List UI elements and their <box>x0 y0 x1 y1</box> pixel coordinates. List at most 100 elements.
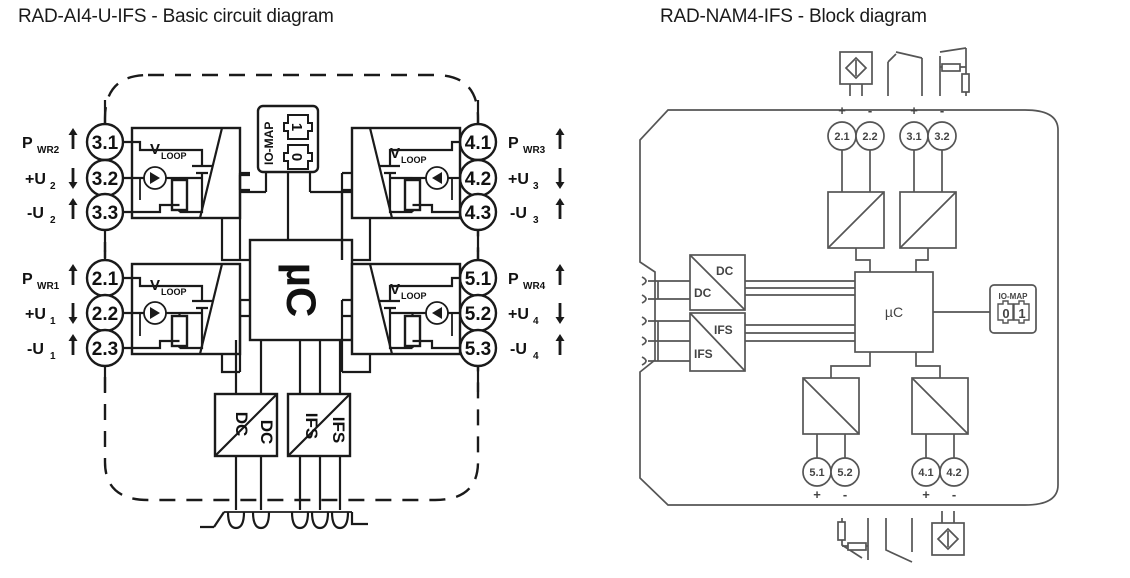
signal-name: -U <box>27 341 44 358</box>
signal-name: P <box>22 271 33 288</box>
microcontroller-label: µC <box>278 263 325 318</box>
signal-subscript: WR3 <box>523 145 546 156</box>
io-map-digit-bottom: 0 <box>288 153 305 161</box>
vloop-subscript: LOOP <box>161 151 187 161</box>
converter-dc-block: DC DC <box>689 254 746 311</box>
terminal-2-2[interactable]: 2.2 <box>85 293 125 333</box>
bus-pin-group <box>641 276 690 366</box>
signal-subscript: 4 <box>533 316 539 327</box>
terminal-4-2[interactable]: 4.2 - <box>939 457 969 502</box>
terminal-number: 4.1 <box>918 467 933 479</box>
arrow-up-head-icon <box>555 198 565 205</box>
channel-group-ch3: 3.1 3.2 3.3 P WR2 <box>22 100 250 262</box>
terminal-4-2[interactable]: 4.2 <box>458 158 498 198</box>
terminal-number: 3.1 <box>92 133 119 154</box>
terminal-3-1[interactable]: 3.1 + <box>899 103 929 151</box>
terminal-number: 4.1 <box>465 133 492 154</box>
terminal-5-1[interactable]: 5.1 <box>458 258 498 298</box>
terminal-group-bottom: 5.1 + 5.2 - 4.1 + 4.2 <box>802 434 969 502</box>
channel-group-ch2: 2.1 2.2 2.3 P WR1 <box>22 250 250 392</box>
microcontroller-label: µC <box>885 304 903 320</box>
terminal-2-2[interactable]: 2.2 - <box>855 103 885 151</box>
signal-label-5-3: -U 4 <box>510 334 565 362</box>
io-map-icon[interactable]: IO-MAP 1 0 <box>226 104 352 240</box>
source-arrow-icon <box>432 307 442 319</box>
resistor-icon <box>961 73 970 93</box>
signal-name: -U <box>510 341 527 358</box>
arrow-down-head-icon <box>555 182 565 189</box>
terminal-number: 2.1 <box>834 131 849 143</box>
terminal-5-2[interactable]: 5.2 - <box>830 457 860 502</box>
isolation-block-top-left <box>827 191 885 272</box>
terminal-number: 5.1 <box>809 467 824 479</box>
terminal-number: 2.2 <box>92 304 118 325</box>
arrow-up-head-icon <box>555 334 565 341</box>
terminal-4-1[interactable]: 4.1 <box>458 122 498 162</box>
terminal-5-3[interactable]: 5.3 <box>458 328 498 368</box>
bus-contact-strip <box>200 511 368 530</box>
terminal-3-1[interactable]: 3.1 <box>85 122 125 162</box>
resistor-icon <box>941 63 961 72</box>
right-panel-title: RAD-NAM4-IFS - Block diagram <box>660 6 927 27</box>
io-map-digit-left: 0 <box>1002 306 1009 321</box>
terminal-number: 2.1 <box>92 269 119 290</box>
channel-group-ch5: 5.1 5.2 5.3 P WR4 <box>340 250 565 392</box>
io-map-digit-right: 1 <box>1018 306 1025 321</box>
signal-label-4-1: P WR3 <box>508 128 565 156</box>
terminal-2-1[interactable]: 2.1 <box>85 258 125 298</box>
bus-feed-lines <box>234 340 342 394</box>
signal-subscript: WR2 <box>37 145 60 156</box>
terminal-number: 3.2 <box>92 169 118 190</box>
terminal-3-2[interactable]: 3.2 <box>85 158 125 198</box>
signal-label-2-1: P WR1 <box>22 264 78 292</box>
signal-label-4-2: +U 3 <box>508 168 565 192</box>
signal-name: +U <box>25 306 46 323</box>
converter-ifs-block: IFS IFS <box>689 312 746 372</box>
terminal-number: 4.2 <box>465 169 491 190</box>
arrow-down-head-icon <box>68 317 78 324</box>
source-arrow-icon <box>150 307 160 319</box>
io-map-icon[interactable]: IO-MAP 0 1 <box>933 284 1037 334</box>
terminal-group-top: 2.1 + 2.2 - 3.1 + 3.2 <box>827 103 957 192</box>
signal-subscript: 3 <box>533 215 539 226</box>
vloop-subscript: LOOP <box>401 155 427 165</box>
signal-label-3-1: P WR2 <box>22 128 78 156</box>
terminal-4-3[interactable]: 4.3 <box>458 192 498 232</box>
terminal-number: 3.3 <box>92 203 118 224</box>
right-diagram-panel: RAD-NAM4-IFS - Block diagram .r-ln { str… <box>610 0 1130 578</box>
terminal-3-2[interactable]: 3.2 - <box>927 103 957 151</box>
converter-ifs-upper-label: IFS <box>714 323 733 337</box>
sensor-symbol-contact-top <box>887 51 923 96</box>
signal-name: +U <box>508 171 529 188</box>
right-diagram-canvas: .r-ln { stroke:#555; stroke-width:1.7; f… <box>610 0 1130 578</box>
left-diagram-canvas: .ln { stroke:#1a1a1a; stroke-width:2.2; … <box>22 73 565 530</box>
sensor-symbol-contact-bottom <box>885 518 913 563</box>
vloop-circuit-ch4: V LOOP <box>380 140 460 214</box>
isolation-block-top-right <box>899 191 957 272</box>
signal-label-3-2: +U 2 <box>25 168 78 192</box>
terminal-polarity: - <box>868 103 872 118</box>
left-diagram-panel: RAD-AI4-U-IFS - Basic circuit diagram .l… <box>18 6 565 530</box>
terminal-2-3[interactable]: 2.3 <box>85 328 125 368</box>
internal-bus-lines <box>745 280 855 342</box>
terminal-4-1[interactable]: 4.1 + <box>911 457 941 502</box>
left-panel-title: RAD-AI4-U-IFS - Basic circuit diagram <box>18 6 334 27</box>
vloop-circuit-ch3: V LOOP <box>123 140 212 214</box>
converter-dc-block: DC DC <box>213 392 279 458</box>
signal-label-2-3: -U 1 <box>27 334 78 362</box>
sensor-symbol-namur-top <box>839 51 873 96</box>
terminal-3-3[interactable]: 3.3 <box>85 192 125 232</box>
signal-name: P <box>508 271 519 288</box>
signal-subscript: 3 <box>533 181 539 192</box>
terminal-5-2[interactable]: 5.2 <box>458 293 498 333</box>
io-map-label: IO-MAP <box>262 122 276 165</box>
signal-name: +U <box>508 306 529 323</box>
terminal-polarity: - <box>940 103 944 118</box>
signal-subscript: WR1 <box>37 281 60 292</box>
signal-subscript: 1 <box>50 351 56 362</box>
converter-ifs-lower-label: IFS <box>329 417 348 443</box>
signal-name: P <box>22 135 33 152</box>
terminal-number: 3.1 <box>906 131 921 143</box>
arrow-up-head-icon <box>555 264 565 271</box>
converter-ifs-block: IFS IFS <box>286 392 352 458</box>
